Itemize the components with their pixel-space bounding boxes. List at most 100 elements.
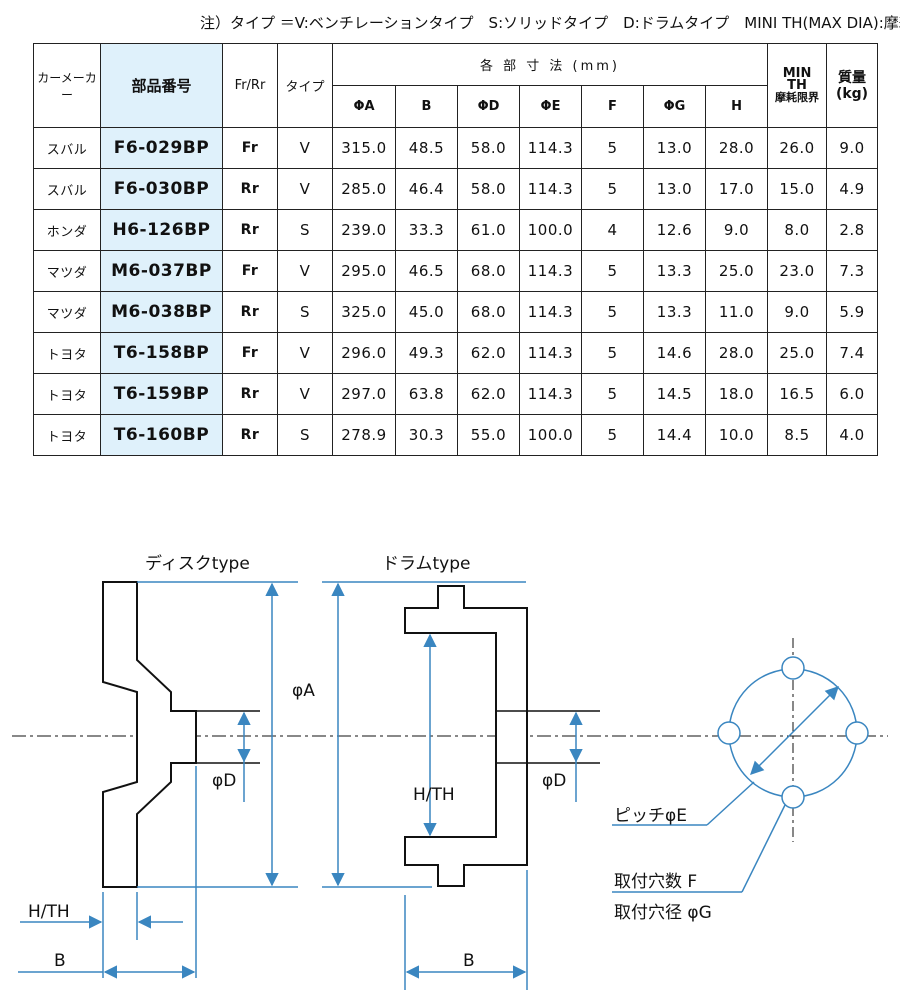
disc-type-title: ディスクtype [145, 553, 250, 574]
fr-rr-cell: Fr [222, 127, 278, 169]
header-fr-rr: Fr/Rr [222, 43, 278, 128]
h-cell: 28.0 [704, 127, 769, 169]
rotor-spec-table: カーメーカー 部品番号 Fr/Rr タイプ 各 部 寸 法 (mm) MIN T… [33, 43, 879, 456]
phi-d-cell: 62.0 [457, 373, 520, 415]
h-cell: 17.0 [704, 168, 769, 210]
h-cell: 28.0 [704, 332, 769, 374]
phi-a-cell: 295.0 [332, 250, 396, 292]
min-th-cell: 8.0 [767, 209, 828, 251]
phi-e-cell: 100.0 [519, 414, 582, 456]
type-cell: S [277, 414, 333, 456]
phi-e-cell: 114.3 [519, 127, 582, 169]
maker-cell: マツダ [33, 250, 101, 292]
min-th-cell: 26.0 [767, 127, 828, 169]
mass-cell: 4.0 [826, 414, 879, 456]
b-cell: 48.5 [395, 127, 458, 169]
bolt-hole-bottom [781, 785, 805, 809]
type-cell: S [277, 209, 333, 251]
phi-d-cell: 68.0 [457, 291, 520, 333]
bolt-hole-right [845, 721, 869, 745]
fr-rr-cell: Fr [222, 332, 278, 374]
header-min-th: MIN TH 摩耗限界 [767, 43, 828, 128]
phi-g-cell: 12.6 [643, 209, 706, 251]
header-phi-g: ΦG [643, 85, 706, 128]
phi-d-cell: 61.0 [457, 209, 520, 251]
phi-g-cell: 14.5 [643, 373, 706, 415]
b-cell: 30.3 [395, 414, 458, 456]
fr-rr-cell: Rr [222, 209, 278, 251]
type-cell: V [277, 127, 333, 169]
rotor-dimension-diagram: ディスクtype φA φD H/TH B ドラムtype H/TH φD B … [12, 553, 888, 990]
header-phi-d: ΦD [457, 85, 520, 128]
part-number-cell: T6-158BP [100, 332, 223, 374]
header-phi-a: ΦA [332, 85, 396, 128]
part-number-cell: M6-038BP [100, 291, 223, 333]
phi-e-cell: 114.3 [519, 332, 582, 374]
h-cell: 9.0 [704, 209, 769, 251]
type-cell: S [277, 291, 333, 333]
phi-a-cell: 325.0 [332, 291, 396, 333]
f-cell: 5 [581, 127, 644, 169]
b-cell: 63.8 [395, 373, 458, 415]
mass-cell: 9.0 [826, 127, 879, 169]
header-h: H [704, 85, 769, 128]
f-cell: 5 [581, 373, 644, 415]
min-th-cell: 23.0 [767, 250, 828, 292]
part-number-cell: M6-037BP [100, 250, 223, 292]
mass-cell: 7.4 [826, 332, 879, 374]
maker-cell: トヨタ [33, 373, 101, 415]
header-dimensions: 各 部 寸 法 (mm) [331, 43, 769, 86]
pitch-label: ピッチφE [614, 806, 687, 826]
b-cell: 46.5 [395, 250, 458, 292]
bolt-hole-top [781, 656, 805, 680]
h-th-label-bottom: H/TH [28, 902, 70, 922]
header-f: F [581, 85, 644, 128]
phi-g-cell: 13.0 [643, 127, 706, 169]
type-cell: V [277, 373, 333, 415]
f-cell: 5 [581, 168, 644, 210]
type-cell: V [277, 332, 333, 374]
phi-g-cell: 14.6 [643, 332, 706, 374]
phi-g-cell: 14.4 [643, 414, 706, 456]
h-th-label-drum: H/TH [413, 785, 455, 805]
phi-e-cell: 114.3 [519, 291, 582, 333]
fr-rr-cell: Rr [222, 291, 278, 333]
mass-cell: 7.3 [826, 250, 879, 292]
mass-cell: 4.9 [826, 168, 879, 210]
phi-d-cell: 62.0 [457, 332, 520, 374]
pitch-leader [706, 781, 755, 826]
type-cell: V [277, 168, 333, 210]
mass-cell: 5.9 [826, 291, 879, 333]
header-min-line3: 摩耗限界 [775, 90, 820, 104]
disc-rotor-profile [102, 581, 197, 888]
b-label-right: B [463, 951, 475, 971]
mass-cell: 6.0 [826, 373, 879, 415]
pitch-dim-line [750, 686, 839, 775]
part-number-cell: T6-160BP [100, 414, 223, 456]
phi-d-label-left: φD [212, 771, 236, 791]
phi-a-cell: 239.0 [332, 209, 396, 251]
type-cell: V [277, 250, 333, 292]
phi-a-cell: 315.0 [332, 127, 396, 169]
part-number-cell: F6-030BP [100, 168, 223, 210]
drum-type-title: ドラムtype [382, 554, 470, 574]
phi-g-cell: 13.3 [643, 291, 706, 333]
phi-a-cell: 285.0 [332, 168, 396, 210]
b-cell: 45.0 [395, 291, 458, 333]
phi-d-cell: 58.0 [457, 168, 520, 210]
phi-d-cell: 68.0 [457, 250, 520, 292]
min-th-cell: 9.0 [767, 291, 828, 333]
f-cell: 4 [581, 209, 644, 251]
min-th-cell: 16.5 [767, 373, 828, 415]
phi-g-cell: 13.0 [643, 168, 706, 210]
header-min-line2: TH [787, 77, 807, 93]
header-min-line1: MIN [782, 65, 812, 81]
hole-leader [741, 804, 786, 893]
f-cell: 5 [581, 332, 644, 374]
